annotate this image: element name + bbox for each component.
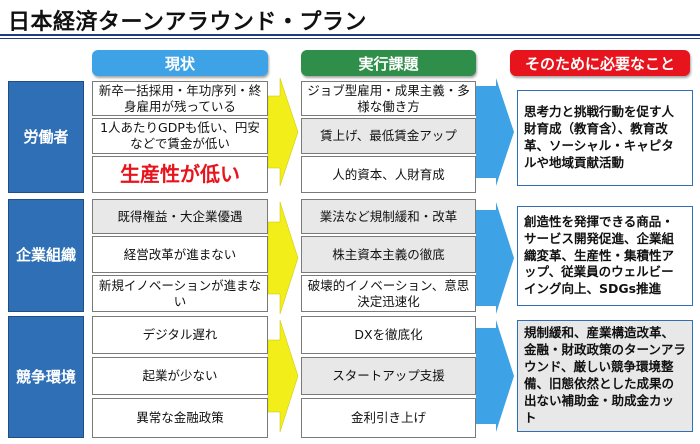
page-title: 日本経済ターンアラウンド・プラン xyxy=(8,10,367,35)
action-cell: 人的資本、人財育成 xyxy=(301,156,476,193)
current-cell: 1人あたりGDPも低い、円安などで賃金が低い xyxy=(92,118,268,154)
category-competitive-environment: 競争環境 xyxy=(8,316,84,438)
action-cell: DXを徹底化 xyxy=(301,316,476,354)
needed-box-corporate: 創造性を発揮できる商品・サービス開発促進、企業組織変革、生産性・集積性アップ、従… xyxy=(517,206,693,306)
action-cell: 賃上げ、最低賃金アップ xyxy=(301,118,476,154)
header-needed: そのために必要なこと xyxy=(510,50,690,76)
needed-text: 創造性を発揮できる商品・サービス開発促進、企業組織変革、生産性・集積性アップ、従… xyxy=(524,213,675,297)
action-cell: 金利引き上げ xyxy=(301,398,476,438)
action-cell: 破壊的イノベーション、意思決定迅速化 xyxy=(301,275,476,312)
header-current: 現状 xyxy=(92,50,268,76)
current-cell: 既得権益・大企業優遇 xyxy=(92,199,268,234)
current-cell: 新規イノベーションが進まない xyxy=(92,275,268,312)
needed-text: 思考力と挑戦行動を促す人財育成（教育含）、教育改革、ソーシャル・キャピタルや地域… xyxy=(524,104,675,170)
needed-box-competition: 規制緩和、産業構造改革、金融・財政政策のターンアラウンド、厳しい競争環境整備、旧… xyxy=(517,320,693,432)
current-cell: デジタル遅れ xyxy=(92,316,268,354)
current-cell: 新卒一括採用・年功序列・終身雇用が残っている xyxy=(92,81,268,116)
action-cell: ジョブ型雇用・成果主義・多様な働き方 xyxy=(301,81,476,116)
needed-box-workers: 思考力と挑戦行動を促す人財育成（教育含）、教育改革、ソーシャル・キャピタルや地域… xyxy=(517,90,693,186)
category-corporate-organization: 企業組織 xyxy=(8,199,84,312)
header-action: 実行課題 xyxy=(301,50,476,76)
current-cell-highlight: 生産性が低い xyxy=(92,156,268,193)
blue-arrow-row2 xyxy=(476,202,514,314)
category-workers: 労働者 xyxy=(8,81,84,193)
yellow-arrow-row2 xyxy=(267,201,299,315)
action-cell: 業法など規制緩和・改革 xyxy=(301,199,476,234)
title-rule xyxy=(0,34,700,36)
action-cell: スタートアップ支援 xyxy=(301,357,476,395)
needed-text: 規制緩和、産業構造改革、金融・財政政策のターンアラウンド、厳しい競争環境整備、旧… xyxy=(524,325,686,425)
blue-arrow-row3 xyxy=(476,320,514,432)
current-cell: 経営改革が進まない xyxy=(92,236,268,273)
title-rule-thin xyxy=(0,38,700,39)
action-cell: 株主資本主義の徹底 xyxy=(301,236,476,273)
current-cell: 異常な金融政策 xyxy=(92,398,268,438)
current-cell: 起業が少ない xyxy=(92,357,268,395)
blue-arrow-row1 xyxy=(476,78,514,186)
yellow-arrow-row1 xyxy=(267,77,299,187)
yellow-arrow-row3 xyxy=(267,319,299,433)
